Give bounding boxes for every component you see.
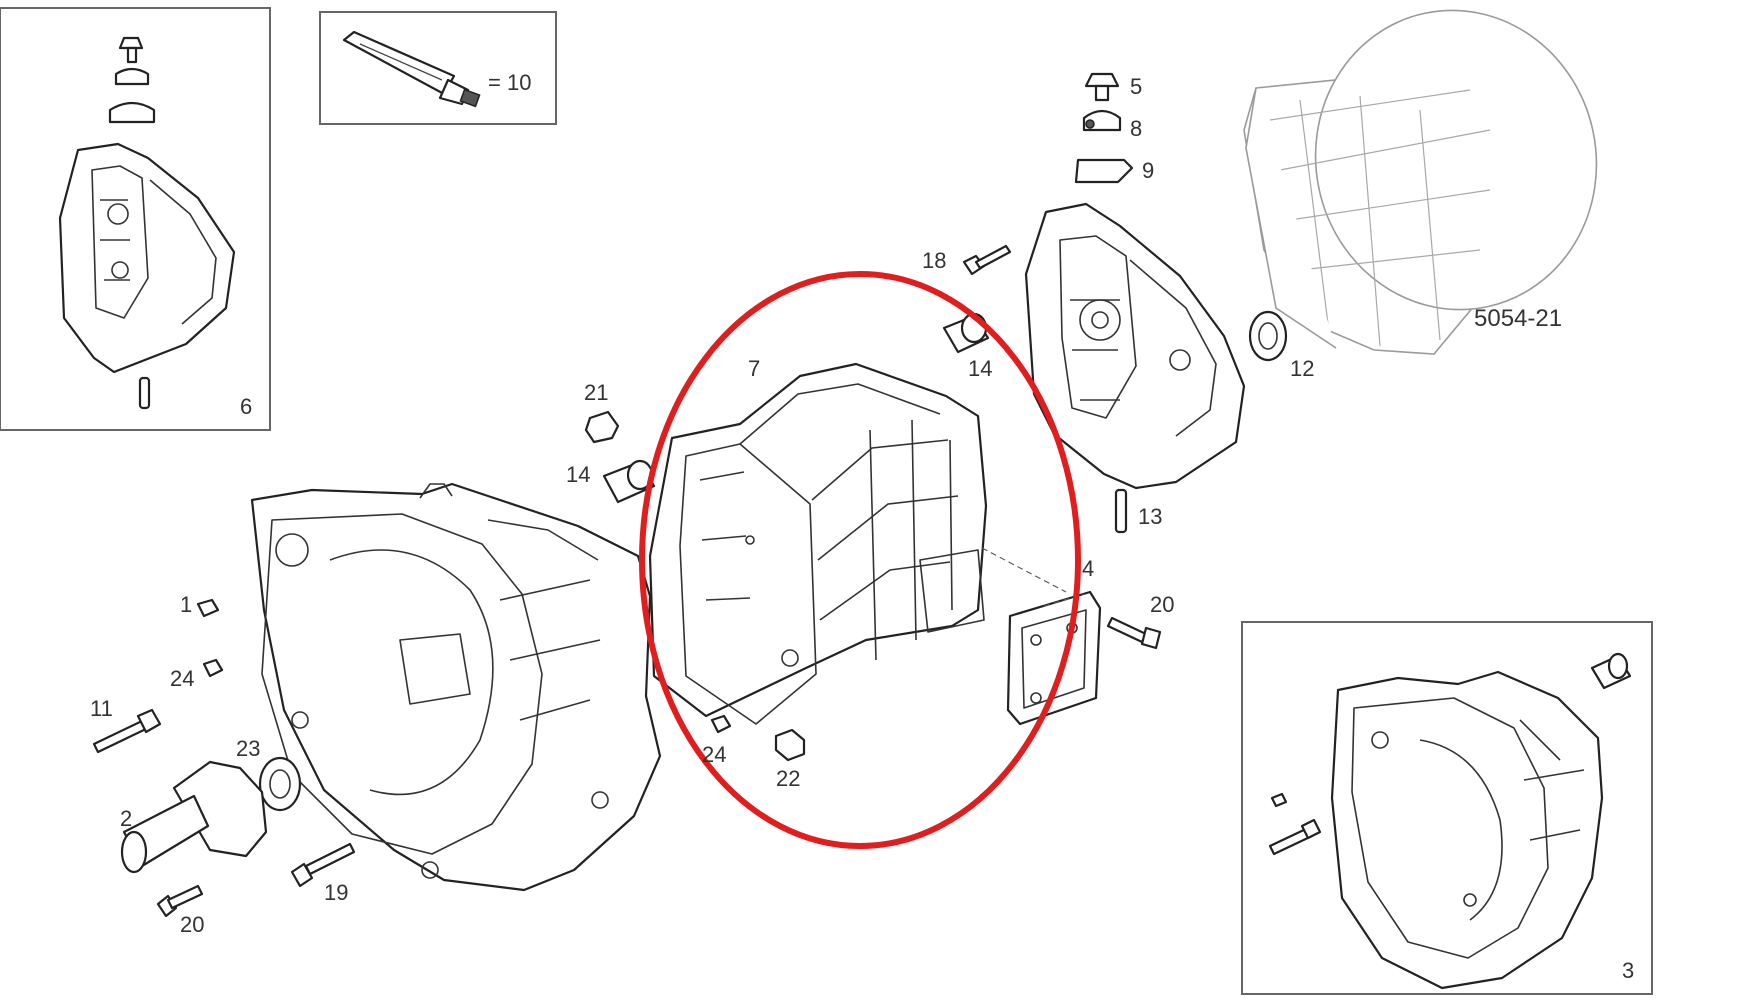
label-14a: 14 [968,356,992,381]
label-24b: 24 [170,666,194,691]
label-9: 9 [1142,158,1154,183]
nut-21 [584,410,620,444]
label-5: 5 [1130,74,1142,99]
bolt-20-left [156,884,204,918]
label-19: 19 [324,880,348,905]
inset-box-3 [1241,621,1653,995]
label-2: 2 [120,806,132,831]
front-bell-housing [250,482,662,892]
figure-code: 5054-21 [1474,305,1562,332]
intermediate-case-7 [648,362,988,725]
label-8: 8 [1130,116,1142,141]
label-18: 18 [922,248,946,273]
bolt-20-right [1106,616,1162,650]
label-20b: 20 [180,912,204,937]
label-24a: 24 [702,742,726,767]
label-1: 1 [180,592,192,617]
label-4: 4 [1082,556,1094,581]
label-22: 22 [776,766,800,791]
label-3: 3 [1622,958,1634,983]
label-10: = 10 [488,70,531,95]
dowel-1 [196,598,220,618]
label-14b: 14 [566,462,590,487]
inset-box-6 [0,7,271,431]
label-11: 11 [90,696,113,721]
label-12: 12 [1290,356,1314,381]
label-6: 6 [240,394,252,419]
dowel-24-centre [710,714,732,734]
label-13: 13 [1138,504,1162,529]
guide-sleeve-2 [120,760,268,874]
label-23: 23 [236,736,260,761]
inset-box-10 [319,11,557,125]
pin-13 [1114,488,1128,534]
rear-housing [1024,202,1246,490]
ghost-bell-cover [1243,9,1598,355]
cover-plate-4 [1006,590,1102,726]
label-20a: 20 [1150,592,1174,617]
bolt-19 [290,842,356,888]
dowel-24-left [202,658,224,678]
seal-12 [1248,310,1288,362]
plug-22 [774,728,806,762]
seal-23 [258,756,302,812]
label-21: 21 [584,380,608,405]
breather-parts [1074,72,1134,184]
stud-11 [92,708,162,754]
bolt-18 [962,244,1012,276]
highlight-ellipse [639,271,1081,849]
callout-labels: 1 2 3 4 5 6 7 8 9 = 10 11 12 13 14 14 18… [90,70,1634,983]
label-7: 7 [748,356,760,381]
